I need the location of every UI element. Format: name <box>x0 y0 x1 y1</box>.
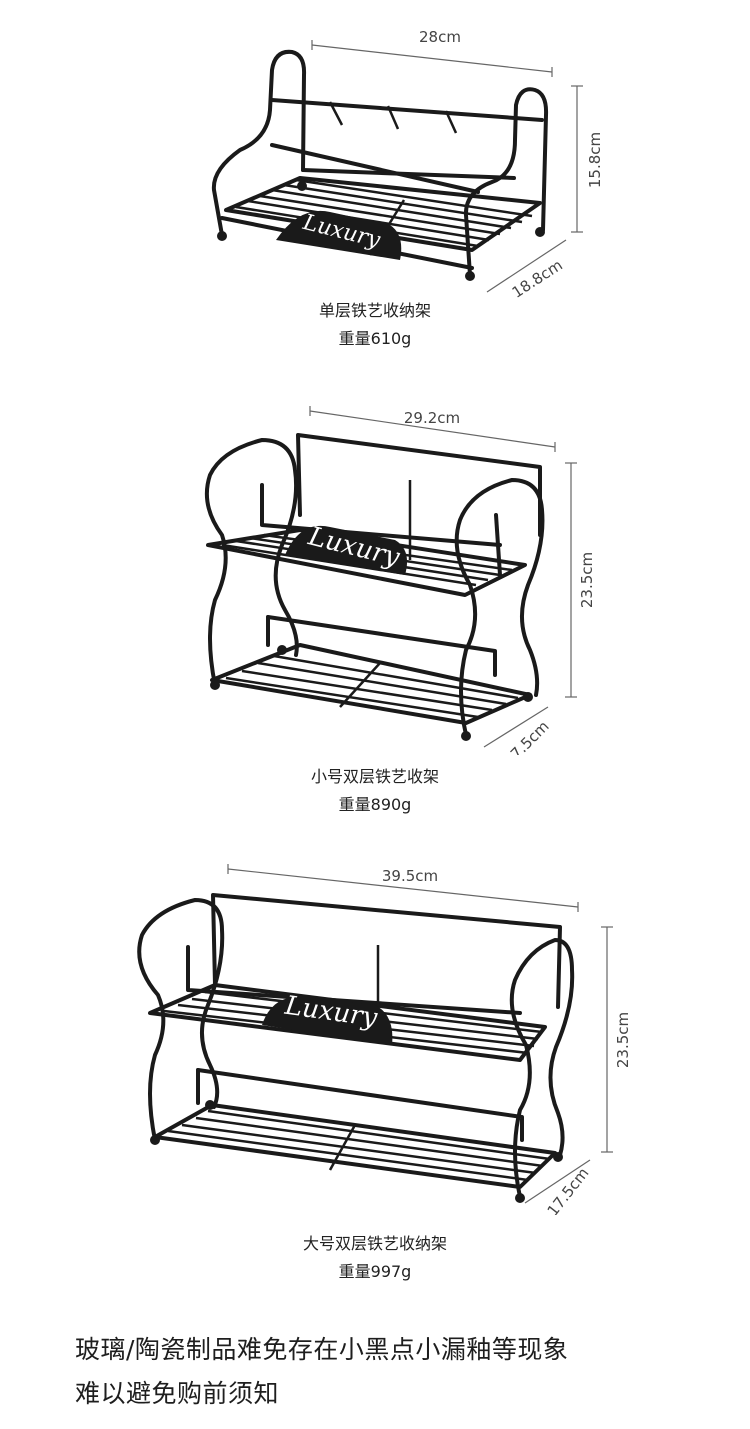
logo-plate <box>262 996 393 1045</box>
width-label: 28cm <box>419 28 461 46</box>
product-caption: 单层铁艺收纳架 重量610g <box>0 297 750 353</box>
rack-feet <box>150 1100 563 1203</box>
width-label: 29.2cm <box>404 409 460 427</box>
logo-plate <box>276 210 402 260</box>
small-double-rack-image: 29.2cm 23.5cm 17.5cm <box>204 406 596 755</box>
dimension-lines <box>227 864 613 1204</box>
depth-label: 17.5cm <box>544 1164 593 1215</box>
product-name: 小号双层铁艺收架 <box>310 767 439 786</box>
product-name: 单层铁艺收纳架 <box>318 301 431 320</box>
rack-feet <box>210 645 533 741</box>
single-tier-rack-image: 28cm 15.8cm 18.8cm <box>211 28 604 300</box>
width-label: 39.5cm <box>382 867 438 885</box>
depth-label: 18.8cm <box>509 256 566 300</box>
rack-frame <box>204 433 545 737</box>
rack-frame <box>137 893 575 1199</box>
product-weight: 重量997g <box>338 1262 412 1281</box>
depth-label: 17.5cm <box>500 717 553 755</box>
product-name: 大号双层铁艺收纳架 <box>302 1234 447 1253</box>
product-large-double-tier: 39.5cm 23.5cm 17.5cm <box>0 855 750 1295</box>
product-small-double-tier: 29.2cm 23.5cm 17.5cm <box>0 395 750 835</box>
notice-line-2: 难以避免购前须知 <box>75 1379 280 1408</box>
product-caption: 大号双层铁艺收纳架 重量997g <box>0 1230 750 1286</box>
logo-plate <box>285 525 408 575</box>
dimension-lines <box>311 40 583 293</box>
product-weight: 重量610g <box>338 329 412 348</box>
notice-line-1: 玻璃/陶瓷制品难免存在小黑点小漏釉等现象 <box>75 1335 569 1364</box>
rack-feet <box>217 181 545 281</box>
height-label: 23.5cm <box>578 552 596 608</box>
dimension-lines <box>309 406 577 748</box>
product-weight: 重量890g <box>338 795 412 814</box>
height-label: 23.5cm <box>614 1012 632 1068</box>
product-caption: 小号双层铁艺收架 重量890g <box>0 763 750 819</box>
product-single-tier: 28cm 15.8cm 18.8cm <box>0 0 750 380</box>
purchase-notice: 玻璃/陶瓷制品难免存在小黑点小漏釉等现象 难以避免购前须知 <box>75 1328 715 1416</box>
large-double-rack-image: 39.5cm 23.5cm 17.5cm <box>137 864 632 1215</box>
height-label: 15.8cm <box>586 132 604 188</box>
